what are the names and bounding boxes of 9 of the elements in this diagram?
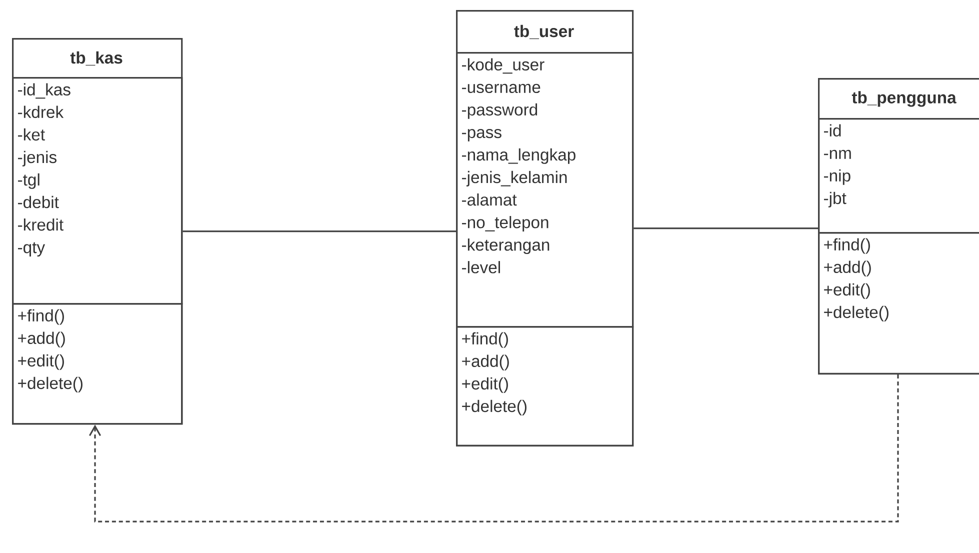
class-compartment: +find() +add() +edit() +delete() bbox=[456, 326, 634, 447]
class-compartment: -id_kas -kdrek -ket -jenis -tgl -debit -kredit -qty bbox=[12, 77, 183, 305]
class-compartment: +find() +add() +edit() +delete() bbox=[818, 232, 979, 375]
connector bbox=[182, 230, 456, 232]
class-compartment: -id -nm -nip -jbt bbox=[818, 118, 979, 234]
class-compartment: +find() +add() +edit() +delete() bbox=[12, 303, 183, 425]
connector bbox=[634, 227, 818, 230]
class-compartment: -kode_user -username -password -pass -nama_lengkap -jenis_kelamin -alamat -no_telepon -keterangan -level bbox=[456, 52, 634, 328]
connector bbox=[88, 374, 899, 522]
